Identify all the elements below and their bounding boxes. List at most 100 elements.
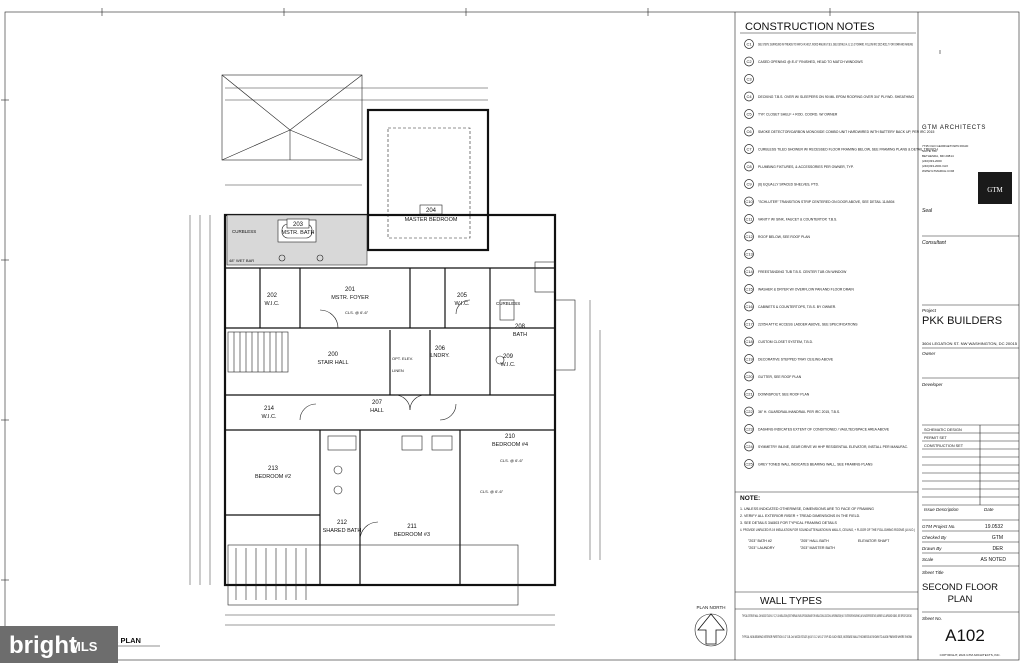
room-name: BEDROOM #4 [492, 442, 528, 448]
note-marker [744, 459, 754, 469]
note-number: C3 [746, 77, 752, 82]
note-marker [744, 284, 754, 294]
note-text: "SCHLUTER" TRANSITION STRIP CENTERED ON … [758, 200, 895, 204]
owner-label: Owner [922, 351, 936, 356]
firm-address-line: (240)333-2000 [922, 159, 942, 163]
north-arrow: PLAN NORTH [694, 605, 728, 647]
note-number: C21 [745, 392, 753, 397]
note-text: DASHING INDICATES EXTENT OF CONDITIONED … [758, 427, 890, 431]
sheet-border [4, 11, 1020, 661]
note-number: C24 [745, 444, 753, 449]
closet-label: CLS. @ 6'-6" [345, 310, 369, 315]
room-number: 211 [407, 524, 417, 530]
note-text: SMOKE DETECTOR/CARBON MONOXIDE COMBO UNI… [758, 130, 934, 134]
firm-address-line: BETHESDA, MD 20814 [922, 154, 954, 158]
note-number: C25 [745, 462, 753, 467]
room-name: BEDROOM #3 [394, 532, 430, 538]
room-name: HALL [370, 408, 384, 414]
project-no: 19.0532 [985, 524, 1003, 530]
note-marker [744, 91, 754, 102]
closet-label: CLS. @ 6'-6" [480, 489, 504, 494]
note-number: C2 [746, 59, 752, 64]
checked-by: GTM [992, 535, 1003, 541]
note-text: DOWNSPOUT, SEE ROOF PLAN [758, 392, 810, 396]
room-number: 202 [267, 293, 278, 299]
scale-value: AS NOTED [980, 557, 1006, 563]
note-number: C4 [746, 94, 752, 99]
room-number: 200 [328, 352, 339, 358]
room-name: BATH [513, 332, 527, 338]
room-number: 208 [515, 324, 526, 330]
sound-room: ELEVATOR SHAFT [858, 539, 890, 543]
note-number: C17 [745, 322, 753, 327]
note-marker [744, 56, 754, 67]
firm-address-line: SUITE 700 [922, 149, 937, 153]
firm-address-line: (240)333-2001 FAX [922, 164, 948, 168]
room-number: 209 [503, 354, 514, 360]
room-name: W.I.C. [265, 301, 280, 307]
note-text: CASED OPENING @ 8'-0" FINISHED, HEAD TO … [758, 60, 863, 64]
bright-mls-watermark: bright MLS [0, 626, 118, 663]
room-name: MASTER BEDROOM [405, 217, 458, 223]
project-label: Project [922, 308, 937, 313]
curbless-label: CURBLESS [232, 229, 256, 234]
note-text: DECORATIVE STEPPED TRAY CEILING ABOVE [758, 357, 834, 361]
room-name: MSTR. BATH [282, 230, 315, 236]
issue-item: PERMIT SET [924, 436, 947, 440]
copyright: COPYRIGHT, 2024 GTM ARCHITECTS, INC. [940, 653, 1001, 657]
note-text: SEE STEPS: SURROUND W/ TREADS TO MATCH R… [758, 42, 913, 46]
firm-logo [978, 172, 1012, 204]
note-marker [744, 39, 754, 49]
watermark-brand: bright [9, 632, 77, 659]
room-number: 214 [264, 406, 275, 412]
note-text: FREESTANDING TUB T.B.S. CENTER TUB ON WI… [758, 270, 847, 274]
note-number: C8 [746, 164, 752, 169]
seal-label: Seal [922, 208, 933, 214]
note-marker [744, 441, 754, 452]
note-marker [744, 406, 754, 417]
note-number: C10 [745, 199, 753, 204]
room-name: SHARED BATH [323, 528, 362, 534]
consultant-label: Consultant [922, 240, 947, 246]
general-note-item: 2. VERIFY ALL EXTERIOR RISER + TREAD DIM… [740, 514, 860, 518]
note-marker [744, 109, 754, 119]
room-name: W.I.C. [501, 362, 516, 368]
note-marker [744, 354, 754, 364]
plan-walls [221, 74, 576, 606]
note-text: WASHER & DRYER W/ OVERFLOW PAN AND FLOOR… [758, 287, 854, 291]
room-number: 206 [435, 346, 446, 352]
project-no-label: GTM Project No. [922, 524, 956, 529]
linen-label: LINEN [392, 368, 404, 373]
note-marker [744, 266, 754, 277]
grid-ticks [1, 8, 831, 581]
sound-room: "203" BATH #2 [748, 539, 772, 543]
note-number: C22 [745, 409, 753, 414]
note-text: PLUMBING FIXTURES, & ACCESSORIES PER OWN… [758, 165, 854, 169]
general-notes: NOTE: 1. UNLESS INDICATED OTHERWISE, DIM… [740, 495, 915, 550]
room-number: 213 [268, 466, 279, 472]
note-text: CUSTOM CLOSET SYSTEM, T.B.D. [758, 340, 813, 344]
elevator-label: OPT. ELEV. [392, 356, 413, 361]
date-label: Date [984, 507, 994, 512]
note-marker [744, 214, 754, 224]
note-number: C19 [745, 357, 753, 362]
watermark-suffix: MLS [70, 639, 98, 654]
issue-description-label: Issue Description [924, 507, 959, 512]
note-number: C15 [745, 287, 753, 292]
firm-address-line: 7735 OLD GEORGETOWN ROAD [922, 144, 969, 148]
note-number: C20 [745, 374, 753, 379]
sound-room: "203" MASTER BATH [800, 546, 835, 550]
sheet-title: PLAN [948, 594, 973, 605]
note-marker [744, 371, 754, 382]
firm-address-line: WWW.GTMARCH.COM [922, 169, 955, 173]
note-text: GREY TONED WALL INDICATES BEARING WALL, … [758, 462, 873, 466]
room-number: 204 [426, 208, 437, 214]
project-name: PKK BUILDERS [922, 315, 1002, 327]
general-note-item: 1. UNLESS INDICATED OTHERWISE, DIMENSION… [740, 507, 874, 511]
note-text: VANITY W/ SINK, FAUCET & COUNTERTOP, T.B… [758, 217, 837, 221]
sheet-no-label: Sheet No. [922, 616, 942, 621]
note-text: SYMMETRY INLINE, GEAR DRIVE W/ HHP RESID… [758, 445, 908, 449]
note-text: DECKING T.B.S. OVER W/ SLEEPERS ON 90 MI… [758, 95, 914, 99]
sheet-title: SECOND FLOOR [922, 582, 998, 593]
